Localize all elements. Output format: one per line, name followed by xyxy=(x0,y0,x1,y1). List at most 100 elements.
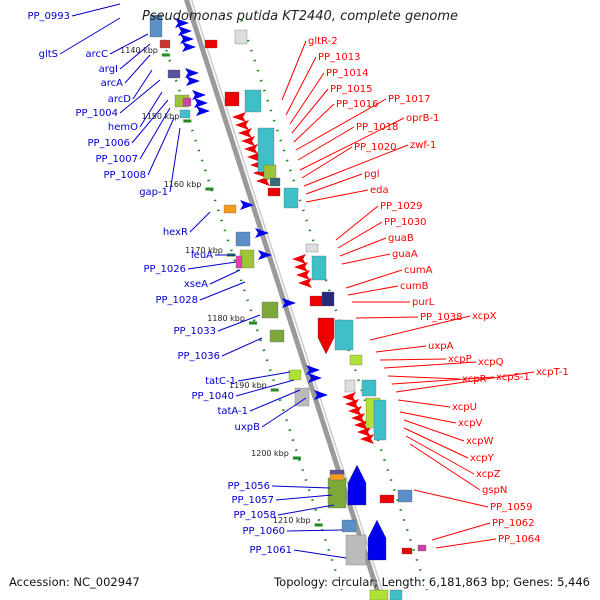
gene-block xyxy=(283,187,299,209)
gene-block xyxy=(294,387,310,407)
leader-line xyxy=(299,117,405,171)
left-gene-label: xseA xyxy=(184,279,208,290)
gene-arrow-left-strand xyxy=(192,90,206,100)
gene-block xyxy=(224,91,240,107)
gene-arrow-left-strand xyxy=(258,250,272,260)
leader-line xyxy=(187,261,237,270)
gene-block xyxy=(269,177,281,187)
leader-line xyxy=(293,549,347,559)
leader-line xyxy=(281,40,307,101)
right-gene-label: eda xyxy=(370,185,389,196)
left-gene-label: PP_1004 xyxy=(75,108,118,119)
gene-arrow-left-strand xyxy=(178,26,192,36)
left-gene-label: gap-1 xyxy=(139,187,168,198)
gene-arrow-right-strand xyxy=(247,152,261,162)
left-gene-label: uxpB xyxy=(235,422,261,433)
gene-arrow-left-strand xyxy=(240,200,254,210)
right-gene-label: oprB-1 xyxy=(406,113,439,124)
tick-label: 1210 kbp xyxy=(273,516,311,525)
gene-arrow-left-strand xyxy=(308,373,322,383)
leader-line xyxy=(405,435,475,475)
leader-line xyxy=(124,54,151,84)
gene-block xyxy=(361,379,377,397)
right-gene-label: PP_1013 xyxy=(318,52,361,63)
leader-line xyxy=(235,379,295,397)
leader-line xyxy=(189,211,211,233)
gene-block xyxy=(327,477,347,509)
right-gene-label: zwf-1 xyxy=(410,140,436,151)
gene-block xyxy=(349,354,363,366)
right-gene-label: xcpS-1 xyxy=(496,372,530,383)
right-gene-label: PP_1020 xyxy=(354,142,397,153)
left-gene-label: PP_0993 xyxy=(27,11,70,22)
leader-line xyxy=(387,375,461,380)
gene-arrow-left-strand xyxy=(367,519,387,561)
gene-block xyxy=(344,379,356,393)
gene-arrow-left-strand xyxy=(282,298,296,308)
leader-line xyxy=(379,358,447,361)
gene-block xyxy=(179,109,191,119)
gene-block xyxy=(397,489,413,503)
leader-line xyxy=(375,345,427,353)
gene-arrow-right-strand xyxy=(298,278,312,288)
leader-line xyxy=(341,253,391,265)
right-gene-label: gspN xyxy=(482,485,507,496)
leader-line xyxy=(109,33,149,55)
left-gene-label: hexR xyxy=(163,227,188,238)
gene-arrow-right-strand xyxy=(360,434,374,444)
gene-block xyxy=(379,494,395,504)
gene-arrow-right-strand xyxy=(317,317,335,355)
leader-line xyxy=(431,522,491,541)
right-gene-label: PP_1059 xyxy=(490,502,533,513)
gene-arrow-left-strand xyxy=(175,18,189,28)
left-gene-label: PP_1036 xyxy=(177,351,220,362)
map-title: Pseudomonas putida KT2440, complete geno… xyxy=(141,9,459,24)
leader-line xyxy=(119,43,151,70)
right-gene-label: uxpA xyxy=(428,341,454,352)
gene-block xyxy=(223,204,237,214)
right-gene-label: xcpT-1 xyxy=(536,367,569,378)
right-gene-label: PP_1018 xyxy=(356,122,399,133)
left-gene-label: PP_1057 xyxy=(231,495,274,506)
gene-block xyxy=(182,97,192,107)
left-gene-label: leuA xyxy=(191,250,213,261)
gene-block xyxy=(235,255,243,269)
right-gene-label: cumA xyxy=(404,265,433,276)
leader-line xyxy=(369,315,471,341)
right-gene-label: xcpR xyxy=(462,374,487,385)
left-gene-label: PP_1008 xyxy=(103,170,146,181)
left-gene-label: hemO xyxy=(108,122,138,133)
gene-block xyxy=(263,164,277,180)
tick-label: 1200 kbp xyxy=(251,449,289,458)
leader-line xyxy=(397,399,451,408)
leader-line xyxy=(403,427,469,459)
right-gene-label: PP_1062 xyxy=(492,518,535,529)
tick-label: 1180 kbp xyxy=(207,314,245,323)
gene-arrow-left-strand xyxy=(347,464,367,506)
leader-line xyxy=(147,117,175,176)
gene-block xyxy=(204,39,218,49)
left-gene-label: PP_1061 xyxy=(249,545,292,556)
right-gene-label: xcpX xyxy=(472,311,497,322)
gene-block xyxy=(167,69,181,79)
leader-line xyxy=(131,99,169,144)
gene-arrow-left-strand xyxy=(255,228,269,238)
right-gene-label: xcpQ xyxy=(478,357,504,368)
leader-line xyxy=(291,88,329,134)
leader-line xyxy=(221,337,263,357)
right-gene-label: guaA xyxy=(392,249,418,260)
left-gene-label: gltS xyxy=(39,49,58,60)
leader-line xyxy=(435,538,497,549)
gene-block xyxy=(149,14,163,38)
right-gene-label: PP_1064 xyxy=(498,534,541,545)
leader-line xyxy=(301,146,353,179)
left-gene-label: tatC-1 xyxy=(205,376,236,387)
leader-line xyxy=(337,221,383,249)
left-gene-label: PP_1040 xyxy=(191,391,234,402)
leader-line xyxy=(305,189,369,203)
gene-block xyxy=(234,29,248,45)
left-gene-label: PP_1060 xyxy=(242,526,285,537)
gene-arrow-right-strand xyxy=(238,128,252,138)
left-gene-label: PP_1056 xyxy=(227,481,270,492)
